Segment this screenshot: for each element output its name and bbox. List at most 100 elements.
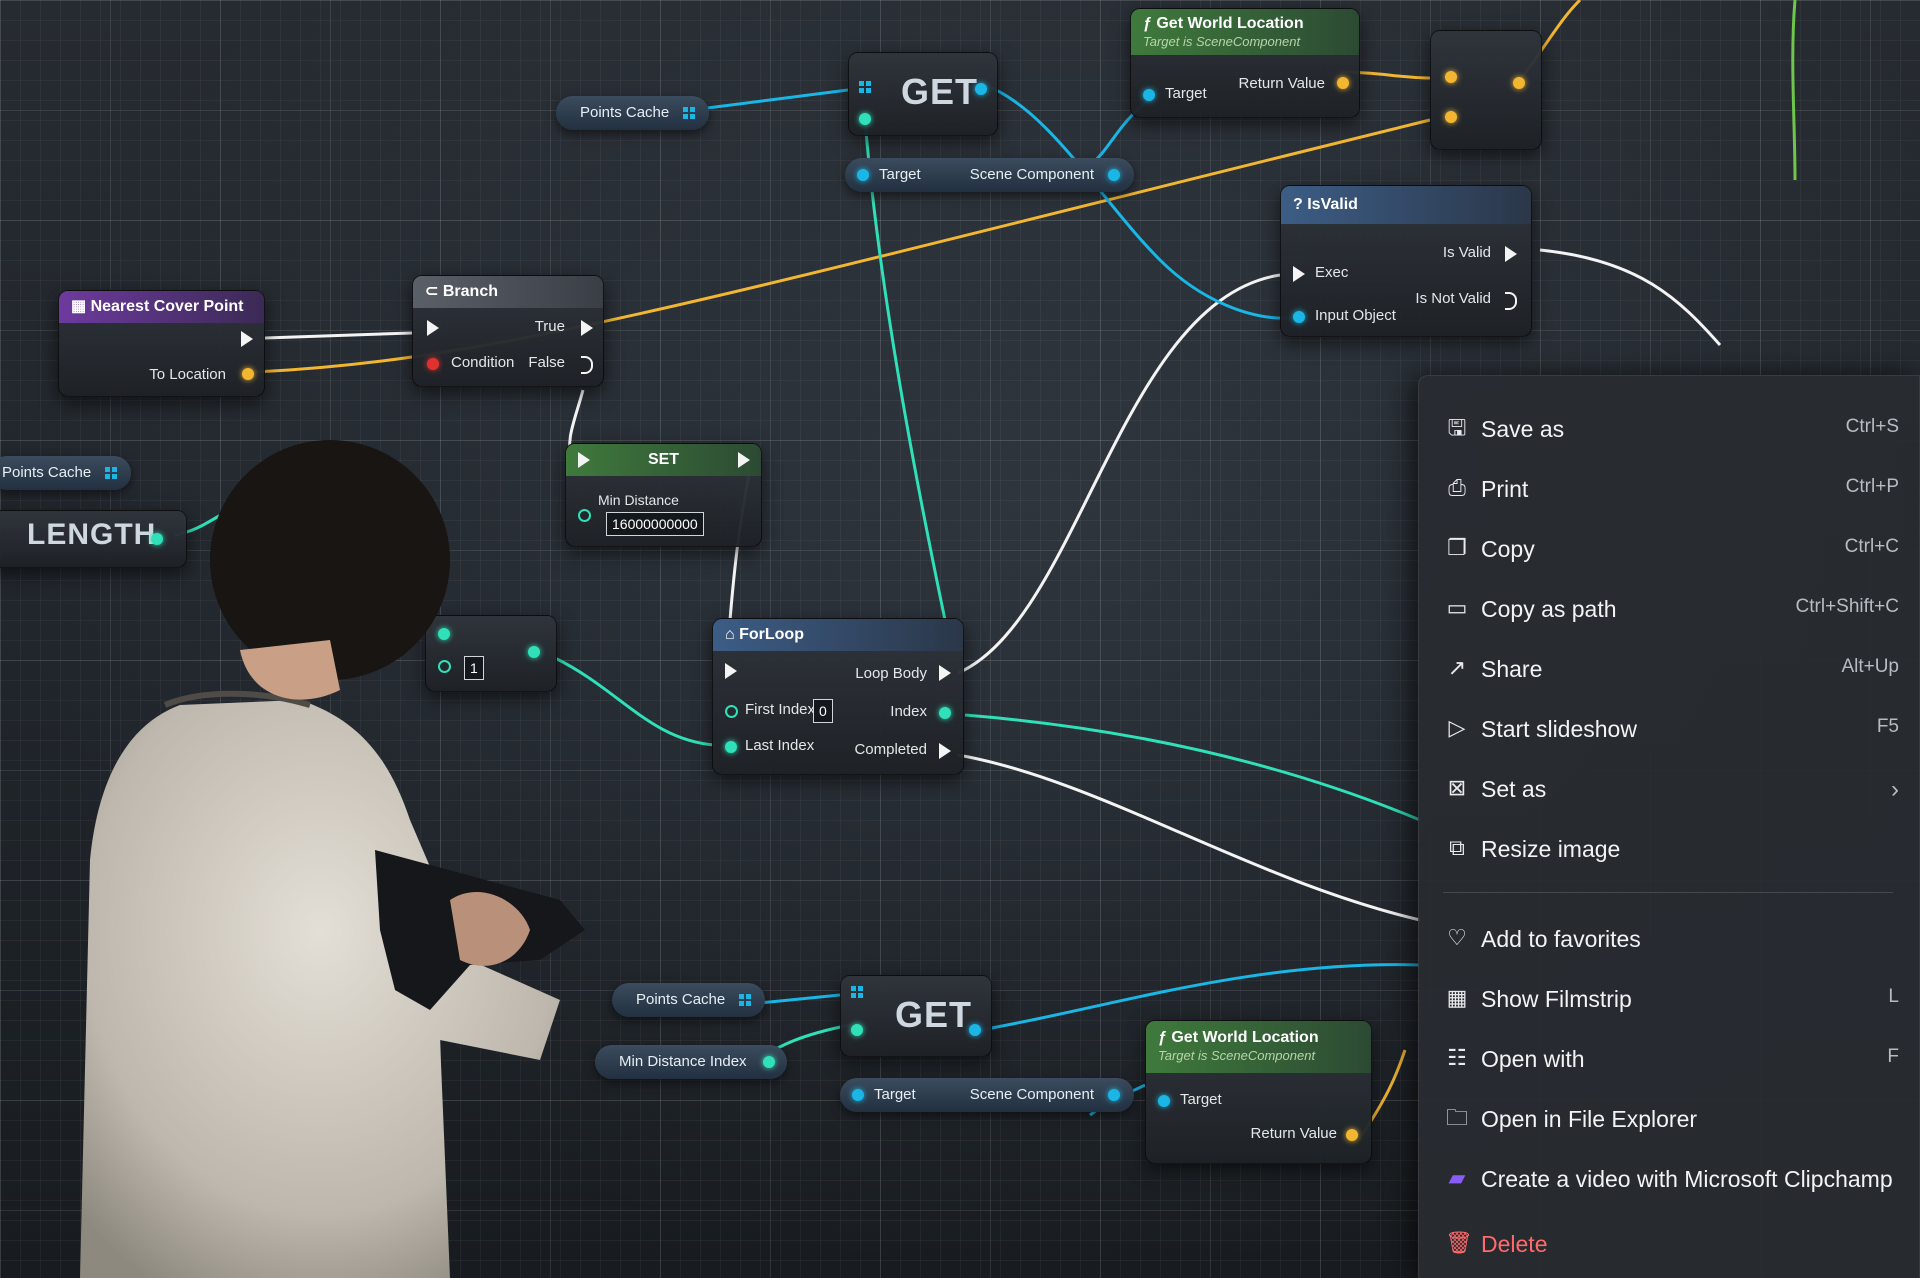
menu-item-label: Set as	[1481, 776, 1547, 802]
vector-math-node[interactable]	[1430, 30, 1542, 150]
get-world-location-node-bottom[interactable]: ƒ Get World Location Target is SceneComp…	[1145, 1020, 1372, 1164]
menu-item-print[interactable]: ⎙ Print Ctrl+P	[1419, 466, 1919, 516]
condition-label: Condition	[451, 354, 515, 371]
false-exec-pin[interactable]	[581, 356, 593, 374]
menu-item-open-with[interactable]: ☷ Open with F	[1419, 1036, 1919, 1086]
points-cache-variable[interactable]: Points Cache	[556, 96, 710, 130]
menu-item-show-filmstrip[interactable]: ▦ Show Filmstrip L	[1419, 976, 1919, 1026]
scene-component-pin[interactable]	[1108, 169, 1120, 181]
completed-exec-pin[interactable]	[939, 743, 951, 759]
heart-icon: ♡	[1447, 925, 1467, 950]
menu-separator	[1443, 892, 1893, 893]
menu-item-save-as[interactable]: 🖫 Save as Ctrl+S	[1419, 406, 1919, 456]
scene-component-pin[interactable]	[1108, 1089, 1120, 1101]
index-pin[interactable]	[851, 1024, 863, 1036]
question-icon: ?	[1293, 196, 1308, 213]
forloop-node[interactable]: ⌂ ForLoop First Index 0 Last Index Loop …	[712, 618, 964, 775]
menu-item-label: Print	[1481, 476, 1529, 502]
menu-item-copy-as-path[interactable]: ▭ Copy as path Ctrl+Shift+C	[1419, 586, 1919, 636]
menu-item-label: Save as	[1481, 416, 1565, 442]
branch-node[interactable]: ⊂ Branch Condition True False	[412, 275, 604, 387]
nearest-cover-point-node[interactable]: ▦ Nearest Cover Point To Location	[58, 290, 265, 397]
menu-item-copy[interactable]: ❐ Copy Ctrl+C	[1419, 526, 1919, 576]
set-node[interactable]: SET Min Distance 16000000000	[565, 443, 762, 547]
index-out-pin[interactable]	[939, 707, 951, 719]
value-input[interactable]: 1	[464, 656, 484, 680]
return-value-pin[interactable]	[1346, 1129, 1358, 1141]
exec-in-pin[interactable]	[427, 320, 439, 336]
menu-item-add-to-favorites[interactable]: ♡ Add to favorites	[1419, 916, 1919, 966]
last-index-pin[interactable]	[725, 741, 737, 753]
points-cache-variable-bottom[interactable]: Points Cache	[612, 983, 766, 1017]
menu-item-delete[interactable]: 🗑 Delete	[1419, 1221, 1919, 1271]
variable-out-pin[interactable]	[762, 1056, 775, 1068]
true-exec-pin[interactable]	[581, 320, 593, 336]
output-pin[interactable]	[528, 646, 540, 658]
input-object-pin[interactable]	[1293, 311, 1305, 323]
min-distance-input[interactable]: 16000000000	[606, 512, 704, 536]
get-out-pin[interactable]	[975, 83, 987, 95]
menu-item-resize-image[interactable]: ⧉ Resize image	[1419, 826, 1919, 876]
target-pin[interactable]	[1143, 89, 1155, 101]
is-valid-node[interactable]: ? IsValid Exec Input Object Is Valid Is …	[1280, 185, 1532, 337]
loop-body-exec-pin[interactable]	[939, 665, 951, 681]
function-icon: ƒ	[1158, 1029, 1172, 1046]
is-valid-label: Is Valid	[1442, 244, 1491, 261]
reroute-node[interactable]: 1	[425, 615, 557, 692]
target-label: Target	[874, 1086, 916, 1103]
menu-item-share[interactable]: ↗ Share Alt+Up	[1419, 646, 1919, 696]
variable-label: Points Cache	[636, 991, 726, 1008]
function-icon: ▦	[71, 298, 91, 315]
output-pin[interactable]	[1513, 77, 1525, 89]
value-pin[interactable]	[438, 660, 451, 673]
length-node[interactable]: LENGTH	[0, 510, 187, 568]
target-pin[interactable]	[1158, 1095, 1170, 1107]
length-out-pin[interactable]	[151, 533, 163, 545]
node-title: Get World Location	[1171, 1029, 1319, 1046]
exec-out-pin[interactable]	[241, 331, 253, 347]
index-pin[interactable]	[859, 113, 871, 125]
open-with-icon: ☷	[1447, 1045, 1467, 1070]
exec-out-pin[interactable]	[738, 452, 750, 468]
menu-item-create-video-clipchamp[interactable]: ▰ Create a video with Microsoft Clipcham…	[1419, 1156, 1919, 1206]
get-break-target-bottom[interactable]: Target Scene Component	[840, 1078, 1134, 1112]
min-distance-pin[interactable]	[578, 509, 591, 522]
input-object-label: Input Object	[1315, 307, 1396, 324]
menu-item-start-slideshow[interactable]: ▷ Start slideshow F5	[1419, 706, 1919, 756]
chevron-right-icon: ›	[1891, 776, 1899, 803]
completed-label: Completed	[854, 741, 927, 758]
menu-item-shortcut: F	[1887, 1046, 1899, 1067]
is-valid-exec-pin[interactable]	[1505, 246, 1517, 262]
points-cache-variable-left[interactable]: Points Cache	[0, 456, 132, 490]
input-b-pin[interactable]	[1445, 111, 1457, 123]
get-world-location-node-top[interactable]: ƒ Get World Location Target is SceneComp…	[1130, 8, 1360, 118]
to-location-pin[interactable]	[242, 368, 254, 380]
menu-item-set-as[interactable]: ⊠ Set as ›	[1419, 766, 1919, 816]
is-not-valid-exec-pin[interactable]	[1505, 292, 1517, 310]
exec-in-pin[interactable]	[1293, 266, 1305, 282]
get-out-pin[interactable]	[969, 1024, 981, 1036]
return-value-label: Return Value	[1238, 75, 1325, 92]
exec-in-pin[interactable]	[725, 663, 737, 679]
get-break-target[interactable]: Target Scene Component	[845, 158, 1134, 192]
set-as-icon: ⊠	[1447, 775, 1467, 800]
return-value-pin[interactable]	[1337, 77, 1349, 89]
get-node-top[interactable]: GET	[848, 52, 998, 136]
input-a-pin[interactable]	[1445, 71, 1457, 83]
first-index-pin[interactable]	[725, 705, 738, 718]
input-pin[interactable]	[438, 628, 450, 640]
menu-item-open-in-file-explorer[interactable]: 🗀 Open in File Explorer	[1419, 1096, 1919, 1146]
condition-pin[interactable]	[427, 358, 439, 370]
menu-item-shortcut: Ctrl+S	[1845, 416, 1899, 437]
target-pin[interactable]	[852, 1089, 864, 1101]
get-node-bottom[interactable]: GET	[840, 975, 992, 1057]
node-title: Branch	[442, 283, 498, 300]
min-distance-index-variable[interactable]: Min Distance Index	[595, 1045, 787, 1079]
exec-in-pin[interactable]	[578, 452, 590, 468]
menu-item-shortcut: L	[1888, 986, 1899, 1007]
first-index-input[interactable]: 0	[813, 699, 833, 723]
context-menu[interactable]: 🖫 Save as Ctrl+S ⎙ Print Ctrl+P ❐ Copy C…	[1418, 375, 1920, 1278]
target-pin[interactable]	[857, 169, 869, 181]
menu-item-label: Delete	[1481, 1231, 1548, 1257]
